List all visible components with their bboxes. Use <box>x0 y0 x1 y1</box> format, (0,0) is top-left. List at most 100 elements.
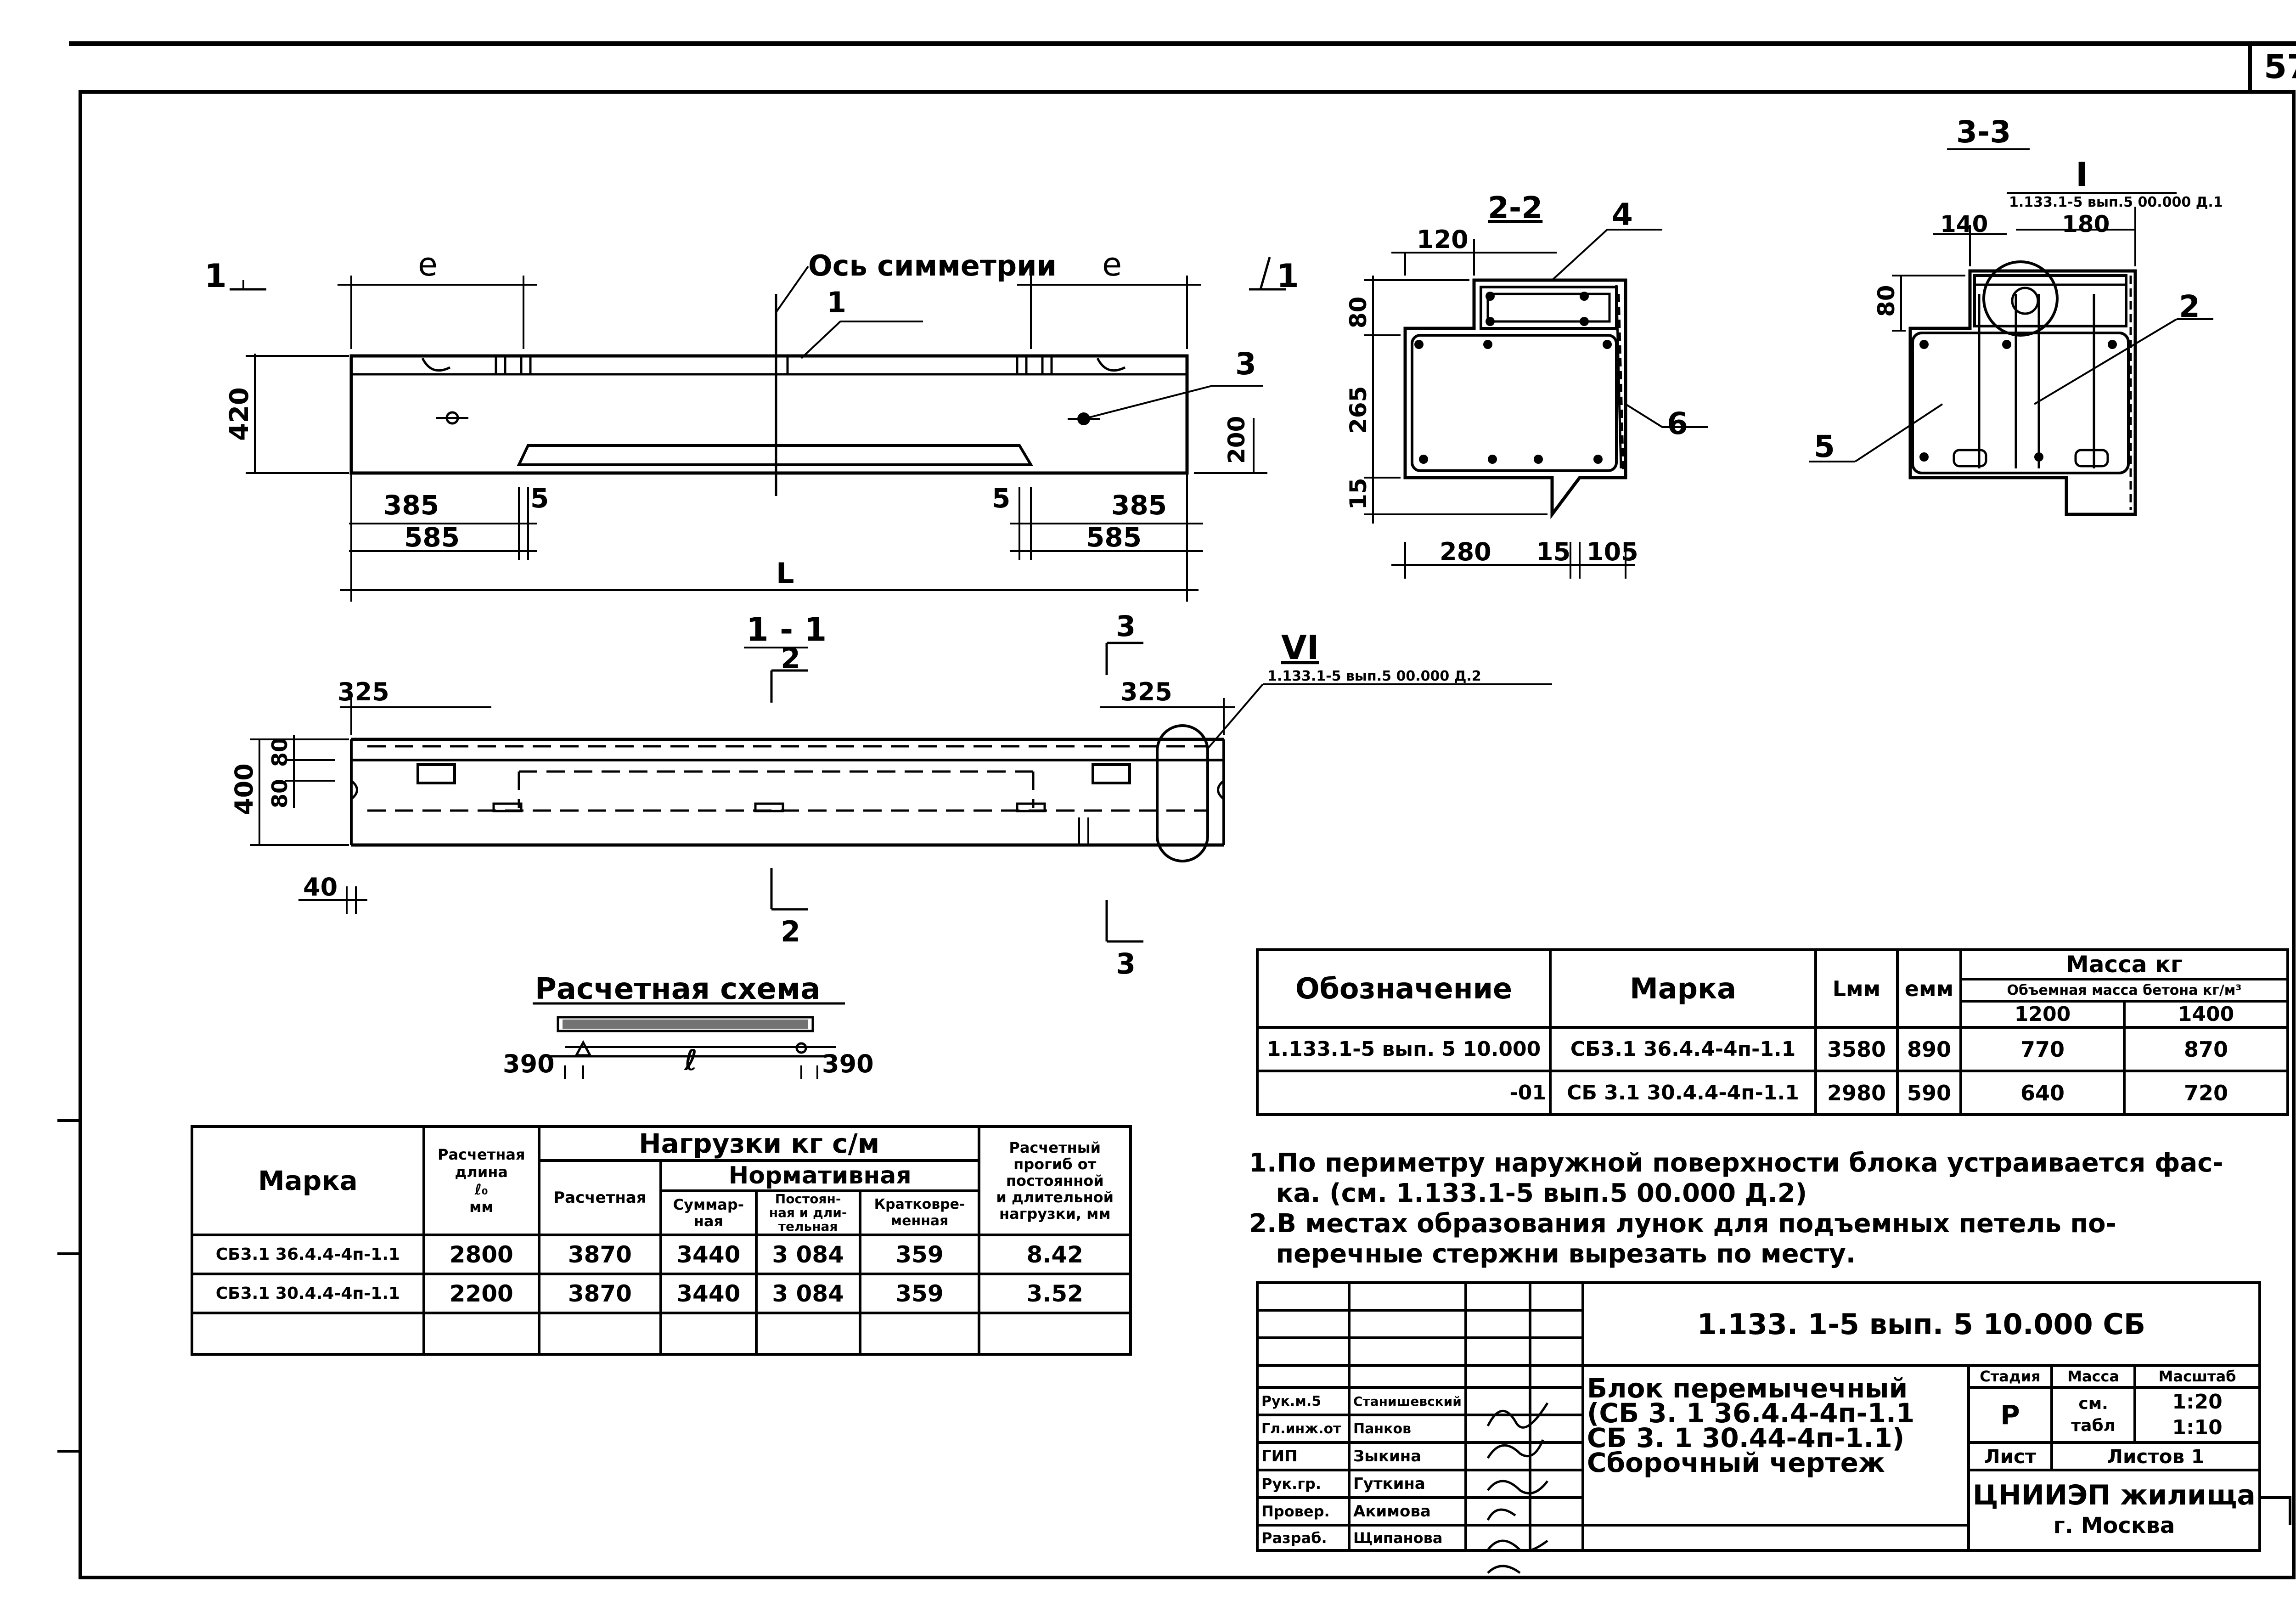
header-designation: Обозначение <box>1256 948 1552 1029</box>
cut-mark-2-bottom: 2 <box>781 915 800 948</box>
section-mark-left: 1 <box>204 257 227 295</box>
dim-L: L <box>776 557 794 590</box>
title-block: 1.133. 1-5 вып. 5 10.000 СБ Блок перемыч… <box>1256 1281 2292 1552</box>
doc-code: 1.133. 1-5 вып. 5 10.000 СБ <box>1581 1281 2261 1367</box>
section-3-3-labels: 3-3 I 1.133.1-5 вып.5 00.000 Д.1 140 180… <box>1814 114 2223 464</box>
dim-120: 120 <box>1417 225 1469 254</box>
callout-5: 5 <box>1814 429 1835 464</box>
dim-325-left: 325 <box>338 677 389 706</box>
header-scale: Масштаб <box>2133 1364 2261 1389</box>
note-line: 2.В местах образования лунок для подъемн… <box>1249 1209 2116 1239</box>
section-2-2-labels: 2-2 120 80 265 15 280 15 105 4 6 <box>1345 190 1688 566</box>
section-2-2-title: 2-2 <box>1488 190 1542 225</box>
note-line: ка. (см. 1.133.1-5 вып.5 00.000 Д.2) <box>1249 1178 1807 1208</box>
section-3-3 <box>1809 148 2213 516</box>
dim-e-right: e <box>1102 246 1122 283</box>
dim-140: 140 <box>1940 211 1988 237</box>
header-calc: Расчетная <box>537 1159 663 1236</box>
detail-VI-ref: 1.133.1-5 вып.5 00.000 Д.2 <box>1267 668 1481 684</box>
mass-value: см.табл <box>2050 1386 2137 1444</box>
header-total: Суммар-ная <box>659 1189 758 1236</box>
cut-mark-3-top: 3 <box>1116 609 1136 643</box>
notes: 1.По периметру наружной поверхности блок… <box>1249 1148 2296 1269</box>
dim-5-left: 5 <box>530 483 549 514</box>
sheets-label: Листов 1 <box>2050 1441 2261 1471</box>
sheet-number: 57 <box>2264 47 2296 86</box>
elevation-labels: Ось симметрии e e 1 1 1 3 420 385 585 5 … <box>204 246 1299 590</box>
dim-280: 280 <box>1440 537 1491 566</box>
dim-200: 200 <box>1223 416 1250 464</box>
dim-385-right: 385 <box>1111 490 1167 521</box>
sheet-label: Лист <box>1967 1441 2054 1471</box>
dim-105: 105 <box>1587 537 1638 566</box>
dim-585-left: 585 <box>404 522 460 553</box>
dim-15-vert: 15 <box>1345 478 1372 510</box>
header-short: Кратковре-менная <box>858 1189 981 1236</box>
note-line: перечные стержни вырезать по месту. <box>1249 1239 1856 1269</box>
symmetry-axis-label: Ось симметрии <box>808 249 1057 282</box>
cut-mark-2-top: 2 <box>781 642 800 675</box>
doc-name: Блок перемычечный(СБ 3. 1 36.4.4-4п-1.1 … <box>1581 1364 1970 1527</box>
dim-585-right: 585 <box>1086 522 1142 553</box>
table-row: -01 СБ 3.1 30.4.4-4п-1.1 2980 590 640 72… <box>1256 1070 2289 1116</box>
calc-scheme-title: Расчетная схема <box>535 972 820 1006</box>
dim-400: 400 <box>230 763 259 815</box>
header-permanent: Постоян-ная и дли-тельная <box>754 1189 861 1236</box>
stage-value: Р <box>1967 1386 2054 1444</box>
detail-VI-label: VI <box>1281 628 1319 667</box>
table-row: 1.133.1-5 вып. 5 10.000 СБ3.1 36.4.4-4п-… <box>1256 1026 2289 1072</box>
calc-left-390: 390 <box>503 1049 555 1078</box>
dim-325-right: 325 <box>1120 677 1172 706</box>
dim-80-22: 80 <box>1345 296 1372 328</box>
section-1-1 <box>250 642 1552 943</box>
header-normative: Нормативная <box>659 1159 981 1192</box>
dim-40: 40 <box>303 873 338 901</box>
header-density-1400: 1400 <box>2123 1000 2289 1029</box>
table-row: СБ3.1 36.4.4-4п-1.1 2800 3870 3440 3 084… <box>191 1234 1132 1275</box>
sheet-frame <box>57 41 2296 1579</box>
header-mass: Масса кг <box>1959 948 2289 980</box>
table-row: СБ3.1 30.4.4-4п-1.1 2200 3870 3440 3 084… <box>191 1273 1132 1314</box>
dim-385-left: 385 <box>383 490 439 521</box>
dim-5-right: 5 <box>992 483 1010 514</box>
dim-265: 265 <box>1345 386 1372 434</box>
detail-I-ref: 1.133.1-5 вып.5 00.000 Д.1 <box>2009 194 2223 210</box>
calc-right-390: 390 <box>822 1049 874 1078</box>
dim-80-33: 80 <box>1873 285 1900 317</box>
note-line: 1.По периметру наружной поверхности блок… <box>1249 1148 2223 1178</box>
calc-span-l: ℓ <box>684 1043 698 1077</box>
header-density: Объемная масса бетона кг/м³ <box>1959 978 2289 1003</box>
section-3-3-title: 3-3 <box>1956 114 2011 150</box>
dim-80-b: 80 <box>267 779 292 808</box>
table-row <box>191 1312 1132 1356</box>
section-2-2 <box>1364 229 1708 579</box>
header-mark: Марка <box>191 1125 425 1236</box>
block-elevation <box>230 257 1286 602</box>
header-L: Lмм <box>1814 948 1899 1029</box>
section-mark-right: 1 <box>1277 257 1299 295</box>
header-density-1200: 1200 <box>1959 1000 2126 1029</box>
dim-80-a: 80 <box>267 738 292 767</box>
header-mark: Марка <box>1549 948 1817 1029</box>
dim-420: 420 <box>225 387 254 441</box>
callout-6: 6 <box>1667 406 1688 441</box>
section-1-1-labels: 1 - 1 325 325 400 80 80 40 2 2 3 3 VI 1.… <box>230 609 1481 980</box>
callout-2: 2 <box>2179 289 2200 324</box>
dim-15: 15 <box>1536 537 1570 566</box>
header-e: eмм <box>1896 948 1962 1029</box>
cut-mark-3-bottom: 3 <box>1116 947 1136 980</box>
callout-3: 3 <box>1235 346 1256 382</box>
header-loads: Нагрузки кг с/м <box>537 1125 981 1162</box>
spec-table: Обозначение Марка Lмм eмм Масса кг Объем… <box>1256 948 2289 1116</box>
header-mass: Масса <box>2050 1364 2137 1389</box>
dim-e-left: e <box>418 246 438 283</box>
callout-4: 4 <box>1612 197 1633 232</box>
calc-scheme <box>533 1002 845 1079</box>
callout-1: 1 <box>827 286 846 319</box>
